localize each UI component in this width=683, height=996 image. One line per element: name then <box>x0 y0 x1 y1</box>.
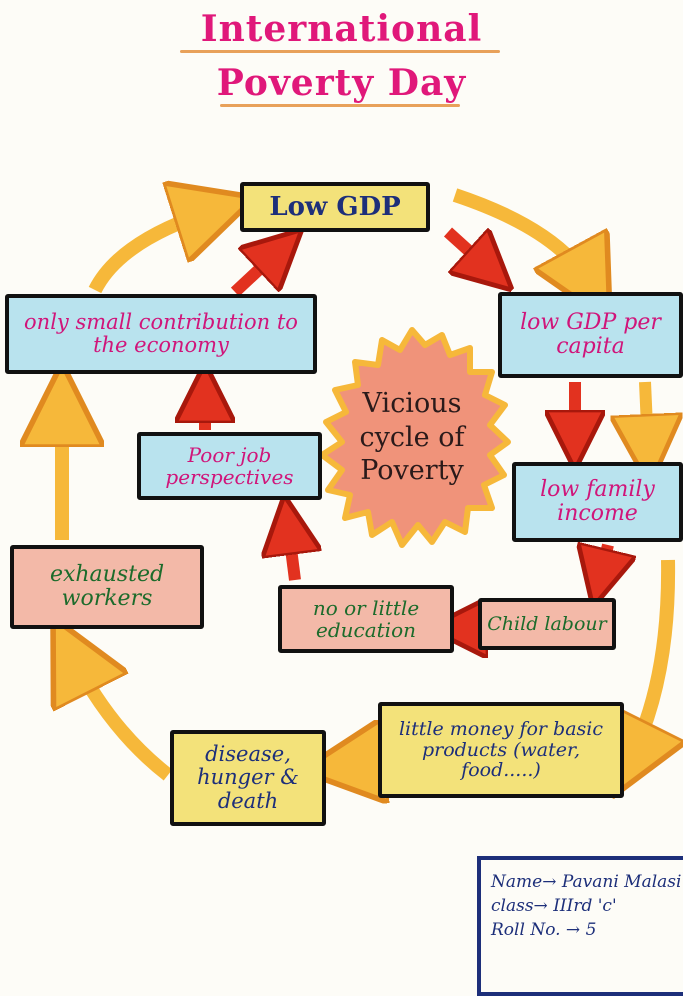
box-child-labour: Child labour <box>478 598 616 650</box>
name-card-class: class→ IIIrd 'c' <box>491 896 617 916</box>
vicious-cycle-label: Vicious cycle of Poverty <box>326 335 498 540</box>
title-line-2: Poverty Day <box>216 62 467 104</box>
box-little-money: little money for basic products (water, … <box>378 702 624 798</box>
box-low-family-income: low family income <box>512 462 683 542</box>
name-card-name: Name→ Pavani Malasi <box>491 872 682 892</box>
box-disease: disease, hunger & death <box>170 730 326 826</box>
box-small-contribution: only small contribution to the economy <box>5 294 317 374</box>
title-line-1: International <box>200 8 483 50</box>
box-no-education: no or little education <box>278 585 454 653</box>
name-card: Name→ Pavani Malasi class→ IIIrd 'c' Rol… <box>477 856 683 996</box>
arrow-contribution-to-gdp-red <box>230 250 280 297</box>
arrow-gdp-to-percapita-red <box>443 227 490 270</box>
box-low-gdp-per-capita: low GDP per capita <box>498 292 683 378</box>
center-burst <box>319 327 511 548</box>
center-line-2: cycle of <box>359 421 465 453</box>
arrow-money-to-disease <box>343 762 378 766</box>
arrow-education-to-job-red <box>288 525 295 581</box>
arrow-disease-to-workers <box>72 655 173 781</box>
box-low-gdp: Low GDP <box>240 182 430 232</box>
arrow-income-to-child-red <box>600 545 608 578</box>
arrow-percapita-to-income <box>645 381 648 450</box>
arrow-gdp-to-percapita <box>452 188 590 285</box>
cycle-arrows <box>0 0 683 976</box>
box-exhausted-workers: exhausted workers <box>10 545 204 629</box>
center-line-1: Vicious <box>362 387 462 419</box>
center-line-3: Poverty <box>360 455 464 487</box>
box-poor-job: Poor job perspectives <box>137 432 322 500</box>
name-card-roll: Roll No. → 5 <box>491 920 597 940</box>
title-underline-2 <box>220 104 460 107</box>
arrow-income-to-money <box>630 559 668 760</box>
arrow-contribution-to-gdp <box>88 210 215 294</box>
title-underline <box>180 50 500 53</box>
